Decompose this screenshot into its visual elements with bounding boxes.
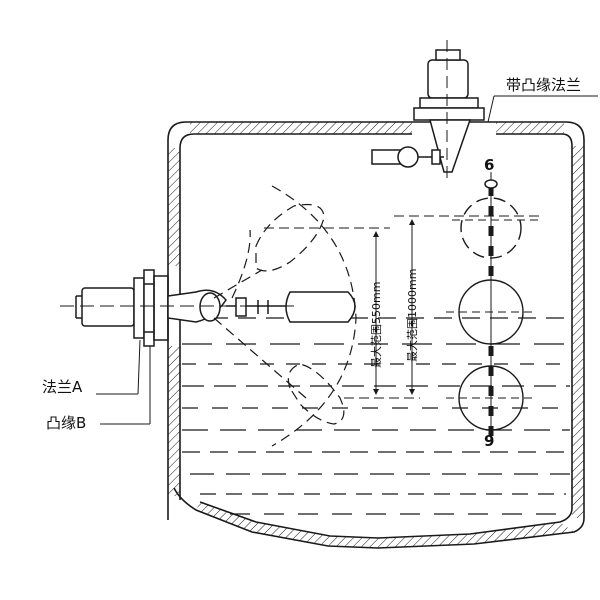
top-housing <box>427 59 469 99</box>
boss-b <box>143 269 155 347</box>
label-range-550: 最大范围550mm <box>369 282 383 368</box>
side-housing <box>81 287 135 327</box>
ball-floats <box>446 197 540 431</box>
leader-lines <box>96 95 598 425</box>
ball-float-upper <box>460 197 522 259</box>
float-swing-range <box>213 185 357 447</box>
vertical-rod <box>484 172 498 440</box>
label-flange-a: 法兰A <box>42 378 83 396</box>
marker-top-number: 6 <box>484 156 494 174</box>
dimension-lines <box>264 215 540 399</box>
label-boss-b: 凸缘B <box>46 414 86 432</box>
flange-a <box>133 277 145 339</box>
tank-wall <box>167 121 585 549</box>
marker-bottom-number: 9 <box>484 432 494 450</box>
top-mount-switch <box>371 40 496 180</box>
side-mount-switch <box>60 269 356 347</box>
top-flange <box>419 97 479 109</box>
label-top-flange: 带凸缘法兰 <box>506 76 581 94</box>
label-range-1000: 最大范围1000mm <box>405 269 419 362</box>
side-float <box>285 291 356 323</box>
